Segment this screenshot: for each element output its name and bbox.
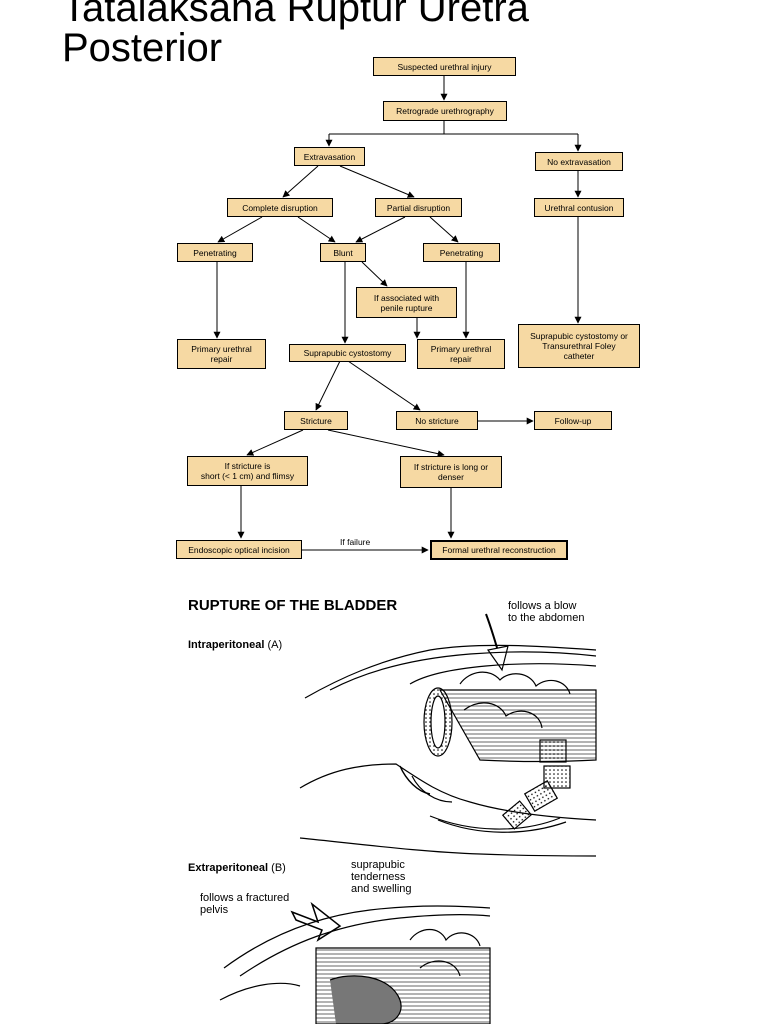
node-urethral-contusion: Urethral contusion [534,198,624,217]
bladder-heading: RUPTURE OF THE BLADDER [188,597,398,614]
anatomy-drawing [219,613,597,1024]
bladder-wall-b [329,975,402,1024]
edge-extravasation-complete [282,165,319,198]
node-formal-urethral-reconstruction: Formal urethral reconstruction [430,540,568,560]
edge-suprapubic-nostricture [347,360,421,411]
extraperitoneal-bold: Extraperitoneal [188,862,269,874]
edge-complete-penetrating [217,216,263,243]
node-suprapubic-cystostomy: Suprapubic cystostomy [289,344,406,362]
note-blow-to-abdomen: follows a blow to the abdomen [508,600,585,624]
extraperitoneal-drawing [219,901,491,1024]
intraperitoneal-drawing [299,613,597,857]
node-short-stricture: If stricture is short (< 1 cm) and flims… [187,456,308,486]
node-suprapubic-or-foley: Suprapubic cystostomy or Transurethral F… [518,324,640,368]
edge-stricture-short [246,429,304,456]
node-stricture: Stricture [284,411,348,430]
node-if-associated-penile-rupture: If associated with penile rupture [356,287,457,318]
node-blunt: Blunt [320,243,366,262]
extraperitoneal-suffix: (B) [268,862,286,874]
edge-blunt-assoc [361,261,388,287]
node-penetrating-left: Penetrating [177,243,253,262]
node-suspected-urethral-injury: Suspected urethral injury [373,57,516,76]
label-intraperitoneal: Intraperitoneal (A) [188,639,282,651]
flowchart-connectors [213,76,582,554]
page-title: Tatalaksana Ruptur Uretra Posterior [62,0,529,68]
pelvis-arrow [290,901,342,942]
node-retrograde-urethrography: Retrograde urethrography [383,101,507,121]
edge-stricture-long [327,429,445,458]
bladder-rupture-illustration: RUPTURE OF THE BLADDER follows a blow to… [0,580,768,1024]
title-line-1: Tatalaksana Ruptur Uretra [62,0,529,30]
node-primary-urethral-repair-left: Primary urethral repair [177,339,266,369]
label-extraperitoneal: Extraperitoneal (B) [188,862,286,874]
management-flowchart: Suspected urethral injury Retrograde ure… [176,57,640,560]
spine-vertebrae-a [501,739,571,830]
intraperitoneal-bold: Intraperitoneal [188,639,265,651]
node-primary-urethral-repair-right: Primary urethral repair [417,339,505,369]
node-no-stricture: No stricture [396,411,478,430]
node-follow-up: Follow-up [534,411,612,430]
peritoneal-fluid [438,689,597,763]
node-no-extravasation: No extravasation [535,152,623,171]
title-line-2: Posterior [62,26,223,70]
edge-suprapubic-stricture [315,360,341,411]
node-long-stricture: If stricture is long or denser [400,456,502,488]
edge-extravasation-partial [339,165,415,198]
edge-complete-blunt [297,216,336,243]
intraperitoneal-suffix: (A) [264,639,283,651]
node-penetrating-right: Penetrating [423,243,500,262]
node-partial-disruption: Partial disruption [375,198,462,217]
node-extravasation: Extravasation [294,147,365,166]
blow-arrow-head [486,645,509,672]
edge-partial-blunt [355,216,406,243]
edge-partial-penetrating [429,216,459,243]
note-fractured-pelvis: follows a fractured pelvis [200,892,290,916]
edge-label-if-failure: If failure [340,537,371,547]
node-endoscopic-optical-incision: Endoscopic optical incision [176,540,302,559]
note-suprapubic-tenderness: suprapubic tenderness and swelling [351,859,412,895]
node-complete-disruption: Complete disruption [227,198,333,217]
